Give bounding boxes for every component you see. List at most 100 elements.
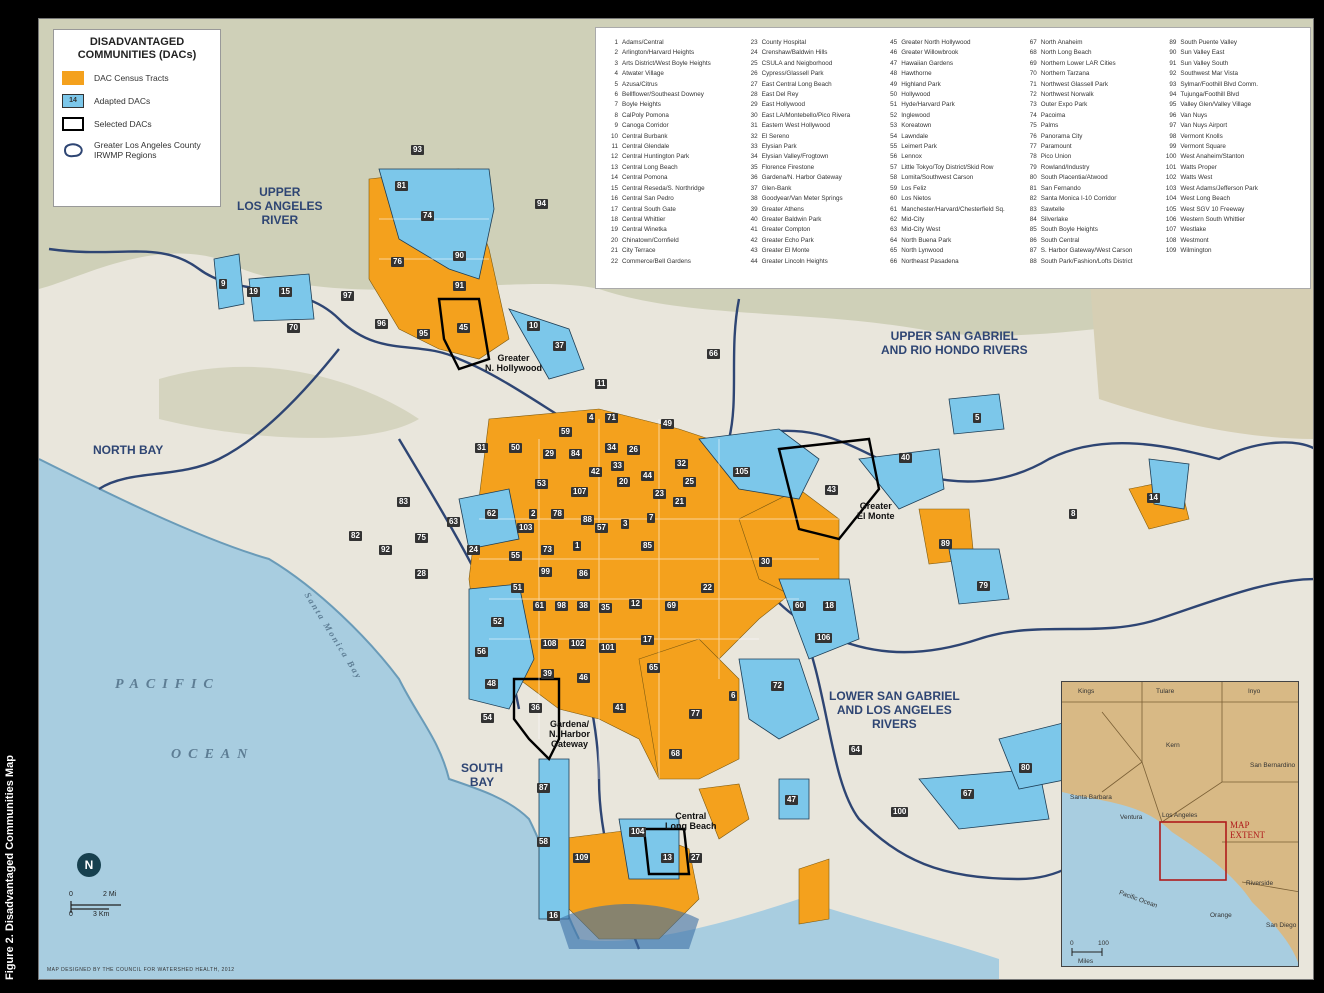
map-number-label: 18	[823, 601, 836, 611]
index-number: 100	[1165, 153, 1177, 161]
index-number: 90	[1169, 49, 1177, 57]
index-name: Hawaiian Gardens	[901, 59, 953, 67]
index-name: Sun Valley South	[1180, 59, 1229, 67]
map-number-label: 46	[577, 673, 590, 683]
index-number: 91	[1169, 59, 1177, 67]
index-number: 42	[750, 236, 758, 244]
index-name: Hawthorne	[901, 70, 932, 78]
map-number-label: 40	[899, 453, 912, 463]
inset-place: San Diego	[1266, 922, 1297, 929]
index-number: 2	[614, 49, 618, 57]
index-name: West Long Beach	[1180, 195, 1230, 203]
index-number: 89	[1169, 39, 1177, 46]
index-number: 48	[890, 70, 898, 78]
index-number: 28	[750, 91, 758, 99]
map-number-label: 68	[669, 749, 682, 759]
map-number-label: 5	[973, 413, 982, 423]
map-number-label: 103	[517, 523, 535, 533]
index-name: West Adams/Jefferson Park	[1180, 184, 1258, 192]
index-number: 76	[1029, 132, 1037, 140]
dac-area-se	[798, 858, 830, 925]
map-number-label: 96	[375, 319, 388, 329]
index-number: 67	[1029, 39, 1037, 46]
index-name: Greater El Monte	[761, 247, 810, 255]
index-name: Commerce/Bell Gardens	[622, 257, 691, 265]
index-name: Leimert Park	[901, 143, 937, 151]
scale-zero: 0	[69, 891, 73, 898]
index-number: 101	[1165, 163, 1177, 171]
index-name: Central San Pedro	[622, 195, 674, 203]
index-name: Vermont Knolls	[1180, 132, 1223, 140]
index-name: Chinatown/Cornfield	[622, 236, 679, 244]
inset-scale-label: Miles	[1078, 958, 1094, 965]
map-number-label: 70	[287, 323, 300, 333]
index-number: 72	[1029, 91, 1037, 99]
index-number: 51	[890, 101, 898, 109]
index-name: Atwater Village	[622, 70, 664, 78]
index-name: S. Harbor Gateway/West Carson	[1040, 247, 1133, 255]
index-name: Sylmar/Foothill Blvd Comm.	[1180, 80, 1259, 88]
map-number-label: 98	[555, 601, 568, 611]
index-name: Central Winetka	[622, 226, 667, 234]
index-number: 21	[610, 247, 618, 255]
map-number-label: 76	[391, 257, 404, 267]
index-number: 43	[750, 247, 758, 255]
map-number-label: 74	[421, 211, 434, 221]
map-number-label: 77	[689, 709, 702, 719]
index-number: 20	[610, 236, 618, 244]
index-number: 53	[890, 122, 898, 130]
index-number: 44	[750, 257, 758, 265]
region-boundary	[797, 618, 1101, 881]
map-number-label: 91	[453, 281, 466, 291]
legend-item-region: Greater Los Angeles County IRWMP Regions	[62, 140, 212, 160]
index-name: South Park/Fashion/Lofts District	[1040, 257, 1133, 265]
map-number-label: 109	[573, 853, 591, 863]
map-number-label: 89	[939, 539, 952, 549]
index-name: Koreatown	[901, 122, 932, 130]
map-number-label: 48	[485, 679, 498, 689]
map-number-label: 79	[977, 581, 990, 591]
index-number: 49	[890, 80, 898, 88]
index-number: 60	[890, 195, 898, 203]
index-name: Adams/Central	[622, 39, 664, 46]
index-number: 46	[890, 49, 898, 57]
index-number: 65	[890, 247, 898, 255]
map-number-label: 69	[665, 601, 678, 611]
inset-base	[1062, 682, 1298, 966]
map-number-label: 72	[771, 681, 784, 691]
index-number: 27	[750, 80, 758, 88]
map-number-label: 63	[447, 517, 460, 527]
index-number: 7	[614, 101, 618, 109]
index-name: South Boyle Heights	[1040, 226, 1098, 234]
index-name: Inglewood	[901, 111, 930, 119]
index-name: Northern Lower LAR Cities	[1040, 59, 1116, 67]
map-number-label: 55	[509, 551, 522, 561]
